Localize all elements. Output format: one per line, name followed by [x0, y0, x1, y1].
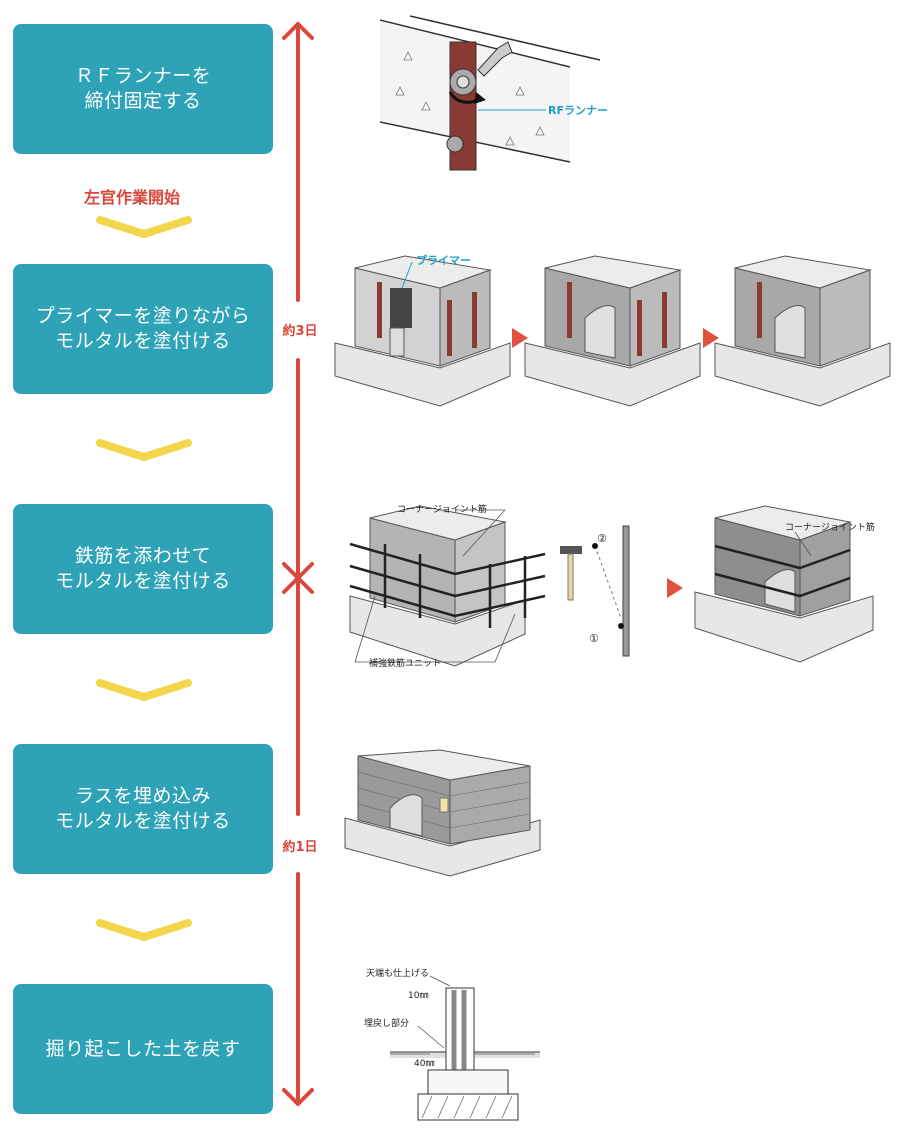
step-box-1: ＲＦランナーを 締付固定する [13, 24, 273, 154]
step-3-line1: 鉄筋を添わせて [74, 545, 212, 567]
step-3-line2: モルタルを塗付ける [55, 570, 231, 592]
rf-runner-illustration: RFランナー [379, 15, 608, 171]
chevron-down-icon [96, 439, 192, 461]
step-1-line1: ＲＦランナーを [74, 65, 212, 87]
backfill-label: 埋戻し部分 [364, 1017, 409, 1029]
duration-label-1day: 約1日 [282, 836, 318, 855]
rf-runner-label: RFランナー [548, 104, 608, 117]
rebar-wall-right [694, 505, 874, 663]
anchor-detail: ② ① [589, 525, 630, 657]
forty-mm-label: 40㎜ [414, 1059, 434, 1069]
backfill-section-illustration: 天端も仕上げる 10㎜ 埋戻し部分 40㎜ [364, 967, 540, 1121]
primer-label: プライマー [416, 253, 471, 267]
chevron-down-icon [96, 919, 192, 941]
wall-panel-b [524, 255, 701, 407]
arrow-right-icon [703, 328, 719, 348]
step-box-3: 鉄筋を添わせて モルタルを塗付ける [13, 504, 273, 634]
duration-label-3days: 約3日 [282, 320, 318, 339]
wall-panel-a [334, 255, 511, 407]
lath-illustration [344, 749, 541, 877]
step-box-2: プライマーを塗りながら モルタルを塗付ける [13, 264, 273, 394]
chevron-down-icon [96, 679, 192, 701]
corner-joint-bar-label-b: コーナージョイント筋 [785, 521, 875, 533]
circle-2-label: ② [597, 532, 607, 545]
arrow-right-icon [667, 578, 683, 598]
corner-joint-bar-label-a: コーナージョイント筋 [397, 503, 487, 515]
circle-1-label: ① [589, 632, 599, 645]
primer-sequence-illustration: プライマー [334, 253, 891, 407]
ten-mm-label: 10㎜ [408, 991, 428, 1001]
top-finish-label: 天端も仕上げる [366, 967, 429, 979]
reinforcement-unit-label: 補強鉄筋ユニット [369, 657, 441, 669]
step-box-4: ラスを埋め込み モルタルを塗付ける [13, 744, 273, 874]
rebar-illustration: コーナージョイント筋 補強鉄筋ユニット ② ① コーナージョイント筋 [349, 503, 875, 669]
hammer-icon [560, 546, 582, 601]
step-box-5: 掘り起こした土を戻す [13, 984, 273, 1114]
chevron-down-icon [96, 216, 192, 238]
step-4-line2: モルタルを塗付ける [55, 810, 231, 832]
timeline-arrows [282, 22, 314, 1106]
plaster-start-label: 左官作業開始 [84, 188, 181, 207]
step-2-line2: モルタルを塗付ける [55, 330, 231, 352]
step-5-line1: 掘り起こした土を戻す [45, 1037, 241, 1060]
wall-panel-c [714, 255, 891, 407]
step-1-line2: 締付固定する [84, 90, 202, 112]
step-4-line1: ラスを埋め込み [74, 785, 212, 807]
rebar-wall-left [349, 505, 546, 667]
arrow-right-icon [512, 328, 528, 348]
step-2-line1: プライマーを塗りながら [35, 305, 251, 327]
